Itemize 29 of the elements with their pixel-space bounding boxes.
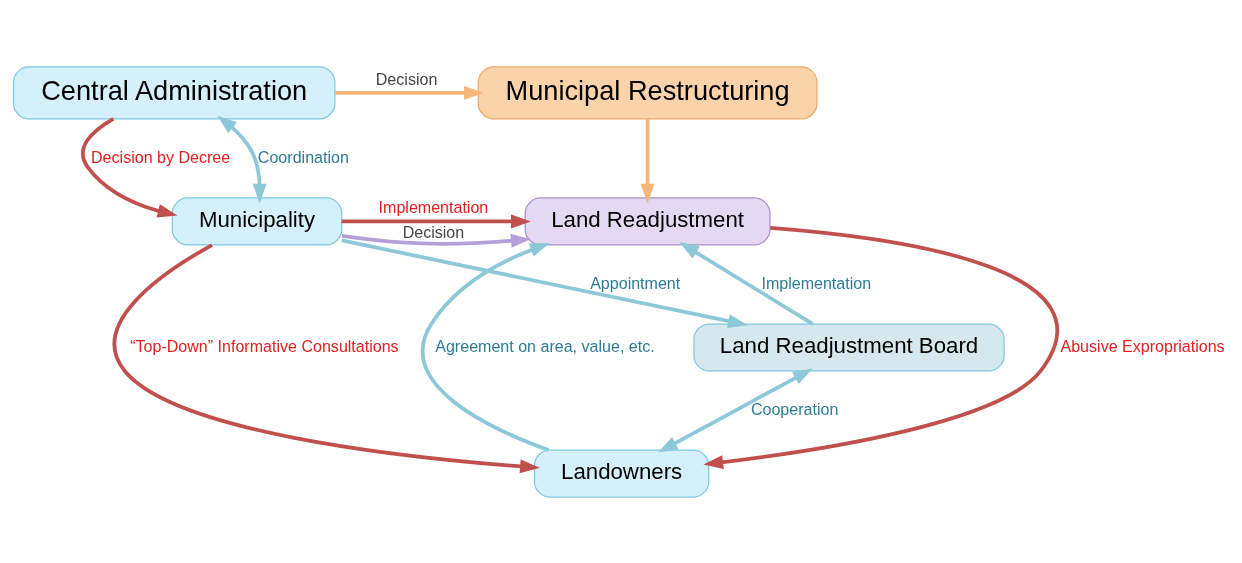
arrow: [420, 242, 550, 452]
node-box: Municipality: [171, 196, 343, 246]
arrow: [679, 241, 814, 325]
edge-label: “Top-Down” Informative Consultations: [130, 336, 399, 355]
arrow: [335, 85, 484, 100]
node-box: Land Readjustment Board: [693, 322, 1005, 372]
edge-label: Implementation: [378, 197, 489, 216]
arrow: [81, 116, 178, 218]
arrow: [341, 238, 748, 328]
arrow: [341, 214, 531, 228]
arrow: [341, 233, 531, 248]
edge-label: Cooperation: [750, 399, 839, 418]
edge-label: Agreement on area, value, etc.: [435, 336, 655, 355]
edge-label: Appointment: [590, 273, 681, 292]
edge-label: Decision: [402, 222, 465, 241]
edge-label: Coordination: [257, 147, 349, 166]
edge-label: Implementation: [761, 273, 872, 292]
edge-label: Decision by Decree: [91, 147, 231, 166]
arrow: [657, 367, 813, 453]
node-box: Land Readjustment: [524, 196, 771, 246]
arrow: [640, 118, 655, 203]
arrow: [217, 114, 267, 203]
edge-label: Abusive Expropriations: [1060, 336, 1225, 355]
node-box: Central Administration: [12, 65, 336, 119]
node-box: Municipal Restructuring: [477, 65, 818, 119]
arrow: [703, 225, 1059, 469]
arrow: [112, 242, 540, 473]
edge-label: Decision: [375, 69, 438, 88]
node-box: Landowners: [533, 448, 710, 498]
